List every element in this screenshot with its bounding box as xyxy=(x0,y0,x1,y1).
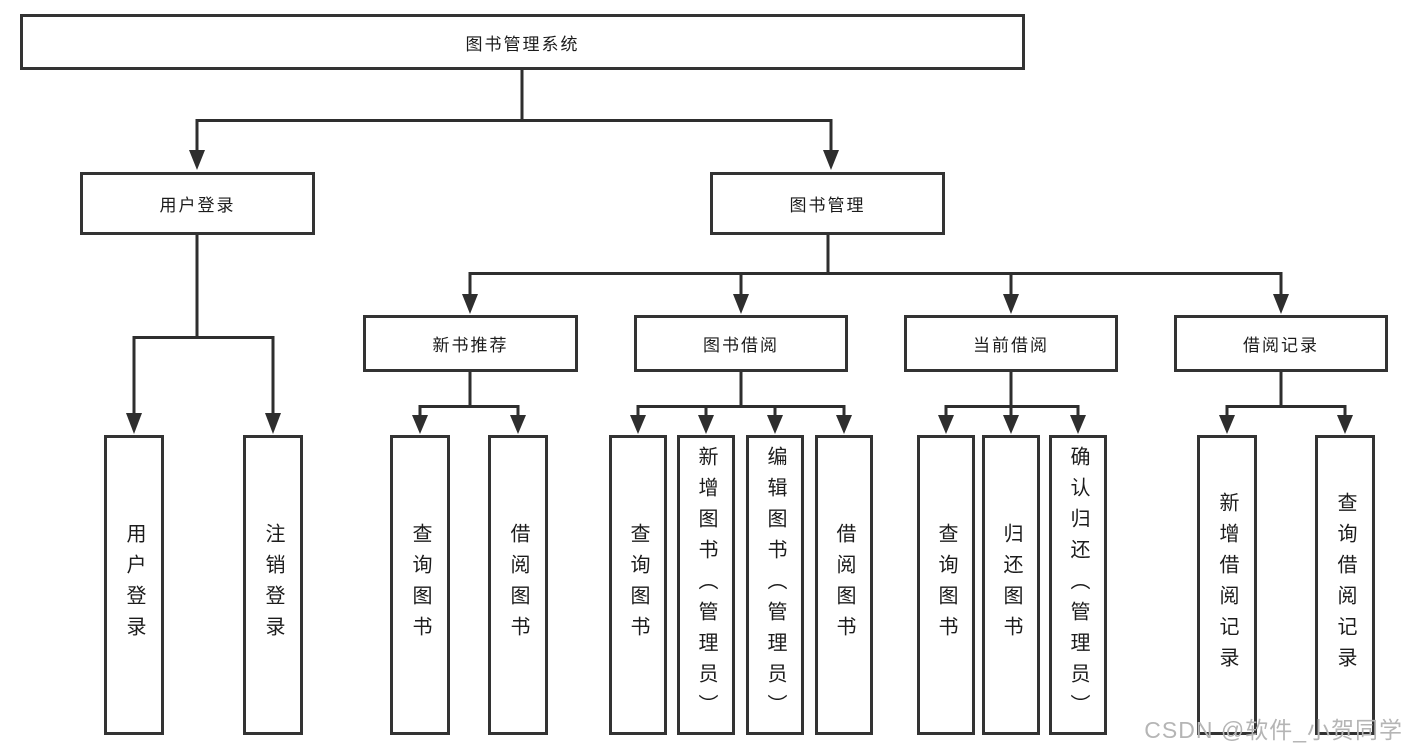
arrow-down-icon xyxy=(126,413,142,434)
arrow-down-icon xyxy=(823,150,839,170)
node-label: 图书管理 xyxy=(789,196,866,215)
node-label: 查询图书 xyxy=(627,523,649,647)
node-label: 图书借阅 xyxy=(703,336,779,355)
connector-user-login-branch xyxy=(126,235,281,434)
leaf-borrow-borrow: 借阅图书 xyxy=(815,435,873,735)
node-label: 新增借阅记录 xyxy=(1216,492,1238,678)
arrow-down-icon xyxy=(1337,415,1353,434)
leaf-records-query: 查询借阅记录 xyxy=(1315,435,1375,735)
leaf-records-add: 新增借阅记录 xyxy=(1197,435,1257,735)
arrow-down-icon xyxy=(1003,294,1019,314)
leaf-borrow-add-admin: 新增图书（管理员） xyxy=(677,435,735,735)
node-user-login: 用户登录 xyxy=(80,172,315,235)
arrow-down-icon xyxy=(630,415,646,434)
arrow-down-icon xyxy=(836,415,852,434)
connector-current-branch xyxy=(938,372,1086,434)
node-root: 图书管理系统 xyxy=(20,14,1025,70)
node-book-mgmt: 图书管理 xyxy=(710,172,945,235)
leaf-user-login: 用户登录 xyxy=(104,435,164,735)
node-label: 图书管理系统 xyxy=(465,34,580,54)
arrow-down-icon xyxy=(462,294,478,314)
arrow-down-icon xyxy=(265,413,281,434)
arrow-down-icon xyxy=(938,415,954,434)
node-label: 归还图书 xyxy=(1000,523,1022,647)
arrow-down-icon xyxy=(189,150,205,170)
connector-records-branch xyxy=(1219,372,1353,434)
leaf-current-query: 查询图书 xyxy=(917,435,975,735)
arrow-down-icon xyxy=(1219,415,1235,434)
node-book-borrow: 图书借阅 xyxy=(634,315,848,372)
arrow-down-icon xyxy=(412,415,428,434)
node-label: 查询图书 xyxy=(935,523,957,647)
node-label: 当前借阅 xyxy=(973,336,1049,355)
node-borrow-records: 借阅记录 xyxy=(1174,315,1388,372)
leaf-current-confirm-admin: 确认归还（管理员） xyxy=(1049,435,1107,735)
node-label: 借阅记录 xyxy=(1243,336,1319,355)
leaf-borrow-query: 查询图书 xyxy=(609,435,667,735)
arrow-down-icon xyxy=(1070,415,1086,434)
connector-book-mgmt-to-level3 xyxy=(462,235,1289,314)
node-label: 确认归还（管理员） xyxy=(1067,445,1089,725)
node-current-borrow: 当前借阅 xyxy=(904,315,1118,372)
node-label: 借阅图书 xyxy=(833,523,855,647)
arrow-down-icon xyxy=(1003,415,1019,434)
connector-root-to-level2 xyxy=(189,70,839,170)
csdn-watermark: CSDN @软件_小贺同学 xyxy=(1144,717,1403,743)
leaf-new-book-borrow: 借阅图书 xyxy=(488,435,548,735)
arrow-down-icon xyxy=(510,415,526,434)
node-label: 查询借阅记录 xyxy=(1334,492,1356,678)
node-label: 注销登录 xyxy=(262,523,284,647)
arrow-down-icon xyxy=(1273,294,1289,314)
node-label: 用户登录 xyxy=(123,523,145,647)
arrow-down-icon xyxy=(698,415,714,434)
node-label: 新增图书（管理员） xyxy=(695,445,717,725)
node-label: 借阅图书 xyxy=(507,523,529,647)
connector-borrow-branch xyxy=(630,372,852,434)
leaf-logout: 注销登录 xyxy=(243,435,303,735)
connector-new-book-branch xyxy=(412,372,526,434)
node-label: 查询图书 xyxy=(409,523,431,647)
arrow-down-icon xyxy=(767,415,783,434)
leaf-borrow-edit-admin: 编辑图书（管理员） xyxy=(746,435,804,735)
leaf-current-return: 归还图书 xyxy=(982,435,1040,735)
leaf-new-book-query: 查询图书 xyxy=(390,435,450,735)
node-label: 编辑图书（管理员） xyxy=(764,445,786,725)
arrow-down-icon xyxy=(733,294,749,314)
node-label: 用户登录 xyxy=(159,196,236,215)
node-label: 新书推荐 xyxy=(432,336,509,355)
node-new-book-rec: 新书推荐 xyxy=(363,315,578,372)
